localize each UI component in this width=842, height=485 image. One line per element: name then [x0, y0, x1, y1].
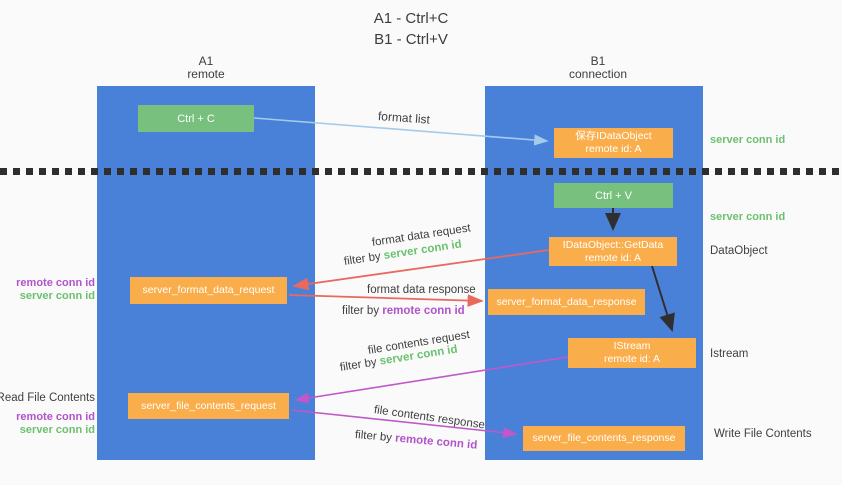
label-file-contents-response: file contents response: [373, 404, 486, 432]
node-server-format-data-response: server_format_data_response: [488, 289, 645, 315]
left-conn-ids-format: remote conn id server conn id: [16, 277, 95, 303]
label-format-data-response: format data response: [367, 284, 476, 296]
node-ctrl-c: Ctrl + C: [138, 105, 254, 132]
node-istream-line2: remote id: A: [603, 353, 661, 365]
node-server-file-contents-request: server_file_contents_request: [128, 393, 289, 419]
label-format-list: format list: [377, 109, 431, 127]
filter-prefix: filter by: [339, 356, 378, 374]
left-conn-ids-file: remote conn id server conn id: [16, 411, 95, 437]
filter-prefix: filter by: [343, 250, 382, 268]
node-ctrl-v: Ctrl + V: [554, 183, 673, 208]
filter-prefix: filter by: [354, 429, 393, 445]
node-server-format-data-request: server_format_data_request: [130, 277, 287, 304]
lane-header-b1: B1 connection: [543, 55, 653, 81]
diagram-title: A1 - Ctrl+C B1 - Ctrl+V: [311, 8, 511, 50]
right-server-conn-id-mid: server conn id: [710, 211, 786, 223]
label-read-file-contents: Read File Contents: [0, 392, 95, 404]
node-istream-line1: IStream: [613, 340, 651, 352]
node-server-file-contents-response-label: server_file_contents_response: [532, 432, 676, 444]
filter-remote-conn-id: remote conn id: [394, 432, 478, 452]
node-ctrl-v-label: Ctrl + V: [595, 189, 632, 202]
label-dataobject: DataObject: [710, 245, 768, 257]
node-ctrl-c-label: Ctrl + C: [177, 112, 215, 125]
lane-b1-name: B1: [590, 54, 606, 68]
label-filter-by-remote-conn-id-2: filter by remote conn id: [354, 429, 477, 452]
node-save-idataobject-line2: remote id: A: [585, 143, 642, 155]
node-idataobject-getdata: IDataObject::GetData remote id: A: [549, 237, 677, 266]
left-server-conn-id-1: server conn id: [19, 290, 95, 302]
node-server-file-contents-response: server_file_contents_response: [523, 426, 685, 451]
node-server-format-data-response-label: server_format_data_response: [496, 295, 637, 308]
left-remote-conn-id-2: remote conn id: [16, 411, 95, 423]
filter-prefix: filter by: [342, 305, 380, 317]
lane-header-a1: A1 remote: [151, 55, 261, 81]
label-write-file-contents: Write File Contents: [714, 428, 812, 440]
node-server-file-contents-request-label: server_file_contents_request: [141, 399, 276, 412]
title-line-1: A1 - Ctrl+C: [373, 10, 449, 27]
label-filter-by-remote-conn-id-1: filter by remote conn id: [342, 305, 465, 317]
node-istream: IStream remote id: A: [568, 338, 696, 368]
left-server-conn-id-2: server conn id: [19, 424, 95, 436]
node-server-format-data-request-label: server_format_data_request: [142, 284, 275, 296]
filter-remote-conn-id: remote conn id: [382, 305, 465, 317]
node-getdata-line1: IDataObject::GetData: [562, 238, 664, 251]
session-divider-dashed-line: [0, 168, 842, 175]
node-save-idataobject-line1: 保存IDataObject: [575, 130, 652, 142]
lane-a1-name: A1: [198, 54, 214, 68]
lane-b1-subtitle: connection: [568, 67, 628, 81]
right-server-conn-id-top: server conn id: [710, 134, 786, 146]
lane-a1-subtitle: remote: [187, 67, 225, 81]
label-istream: Istream: [710, 348, 749, 360]
node-save-idataobject: 保存IDataObject remote id: A: [554, 128, 673, 158]
title-line-2: B1 - Ctrl+V: [374, 31, 448, 48]
left-remote-conn-id-1: remote conn id: [16, 277, 95, 289]
node-getdata-line2: remote id: A: [584, 251, 642, 264]
